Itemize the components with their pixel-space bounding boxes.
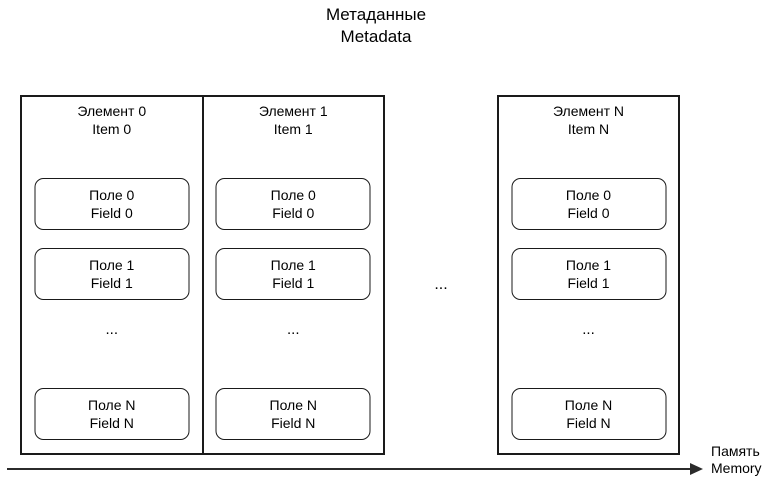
field-label-ru: Поле 0 — [565, 187, 612, 203]
field-label-ru: Поле N — [564, 397, 613, 413]
diagram-title-en: Metadata — [340, 27, 412, 46]
field-label-en: Field N — [89, 415, 134, 431]
field-label-ru: Поле N — [88, 397, 136, 413]
memory-axis-label-ru: Память — [711, 443, 760, 459]
field-label-en: Field N — [271, 415, 316, 431]
item-1-field-n: Поле N Field N — [215, 388, 371, 440]
item-0-field-1: Поле 1 Field 1 — [34, 248, 190, 300]
item-n-fields-ellipsis: ... — [582, 321, 595, 338]
items-group-0-1: Элемент 0 Item 0 Поле 0 Field 0 Поле 1 F… — [20, 95, 385, 455]
diagram-title-ru: Метаданные — [325, 5, 427, 24]
item-1-fields-ellipsis: ... — [286, 321, 300, 338]
item-0-field-0: Поле 0 Field 0 — [34, 178, 190, 230]
item-n-field-1: Поле 1 Field 1 — [511, 248, 666, 300]
item-n-header: Элемент N Item N — [499, 102, 678, 138]
item-n: Элемент N Item N Поле 0 Field 0 Поле 1 F… — [499, 97, 678, 453]
field-label-en: Field 0 — [272, 205, 315, 221]
field-label-en: Field N — [566, 415, 611, 431]
item-1-header: Элемент 1 Item 1 — [204, 102, 384, 138]
item-0-name-ru: Элемент 0 — [77, 103, 147, 119]
memory-axis-line — [7, 468, 691, 470]
field-label-en: Field 1 — [272, 275, 315, 291]
item-n-field-n: Поле N Field N — [511, 388, 666, 440]
field-label-ru: Поле 0 — [270, 187, 316, 203]
field-label-en: Field 1 — [90, 275, 133, 291]
field-label-en: Field 1 — [567, 275, 610, 291]
field-label-ru: Поле 0 — [89, 187, 135, 203]
item-0-name-en: Item 0 — [92, 121, 132, 137]
item-0-field-n: Поле N Field N — [34, 388, 190, 440]
memory-axis-label-en: Memory — [711, 460, 762, 476]
item-1-field-0: Поле 0 Field 0 — [215, 178, 371, 230]
memory-axis-arrowhead-icon — [690, 463, 703, 475]
item-0-header: Элемент 0 Item 0 — [22, 102, 202, 138]
field-label-ru: Поле N — [269, 397, 318, 413]
field-label-ru: Поле 1 — [89, 257, 135, 273]
field-label-ru: Поле 1 — [565, 257, 612, 273]
diagram-title: Метаданные Metadata — [0, 4, 752, 48]
item-1-field-1: Поле 1 Field 1 — [215, 248, 371, 300]
field-label-en: Field 0 — [90, 205, 133, 221]
item-n-box: Элемент N Item N Поле 0 Field 0 Поле 1 F… — [497, 95, 680, 455]
item-n-field-0: Поле 0 Field 0 — [511, 178, 666, 230]
item-1-name-ru: Элемент 1 — [258, 103, 328, 119]
item-n-name-en: Item N — [567, 121, 610, 137]
item-0-fields-ellipsis: ... — [105, 321, 118, 338]
items-ellipsis: ... — [434, 276, 448, 293]
field-label-ru: Поле 1 — [270, 257, 316, 273]
field-label-en: Field 0 — [567, 205, 610, 221]
memory-axis-label: Память Memory — [711, 443, 762, 477]
item-n-name-ru: Элемент N — [552, 103, 625, 119]
item-1: Элемент 1 Item 1 Поле 0 Field 0 Поле 1 F… — [201, 97, 384, 453]
item-1-name-en: Item 1 — [273, 121, 313, 137]
item-0: Элемент 0 Item 0 Поле 0 Field 0 Поле 1 F… — [22, 97, 202, 453]
